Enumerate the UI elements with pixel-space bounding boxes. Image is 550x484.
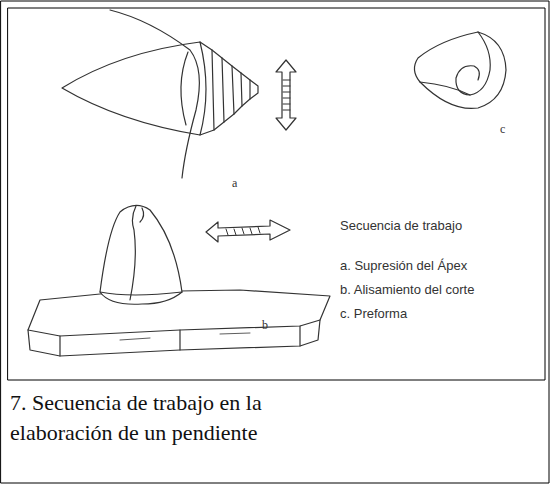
step-note: a. Supresión del Ápex — [340, 258, 467, 274]
step-note: b. Alisamiento del corte — [340, 282, 474, 298]
figure-letter: a — [232, 176, 237, 190]
figure-letter: c — [500, 122, 505, 136]
figure-caption: 7. Secuencia de trabajo en la elaboració… — [10, 388, 340, 447]
legend-heading: Secuencia de trabajo — [340, 218, 462, 234]
figure-letter: b — [262, 318, 268, 332]
step-note: c. Preforma — [340, 306, 407, 322]
